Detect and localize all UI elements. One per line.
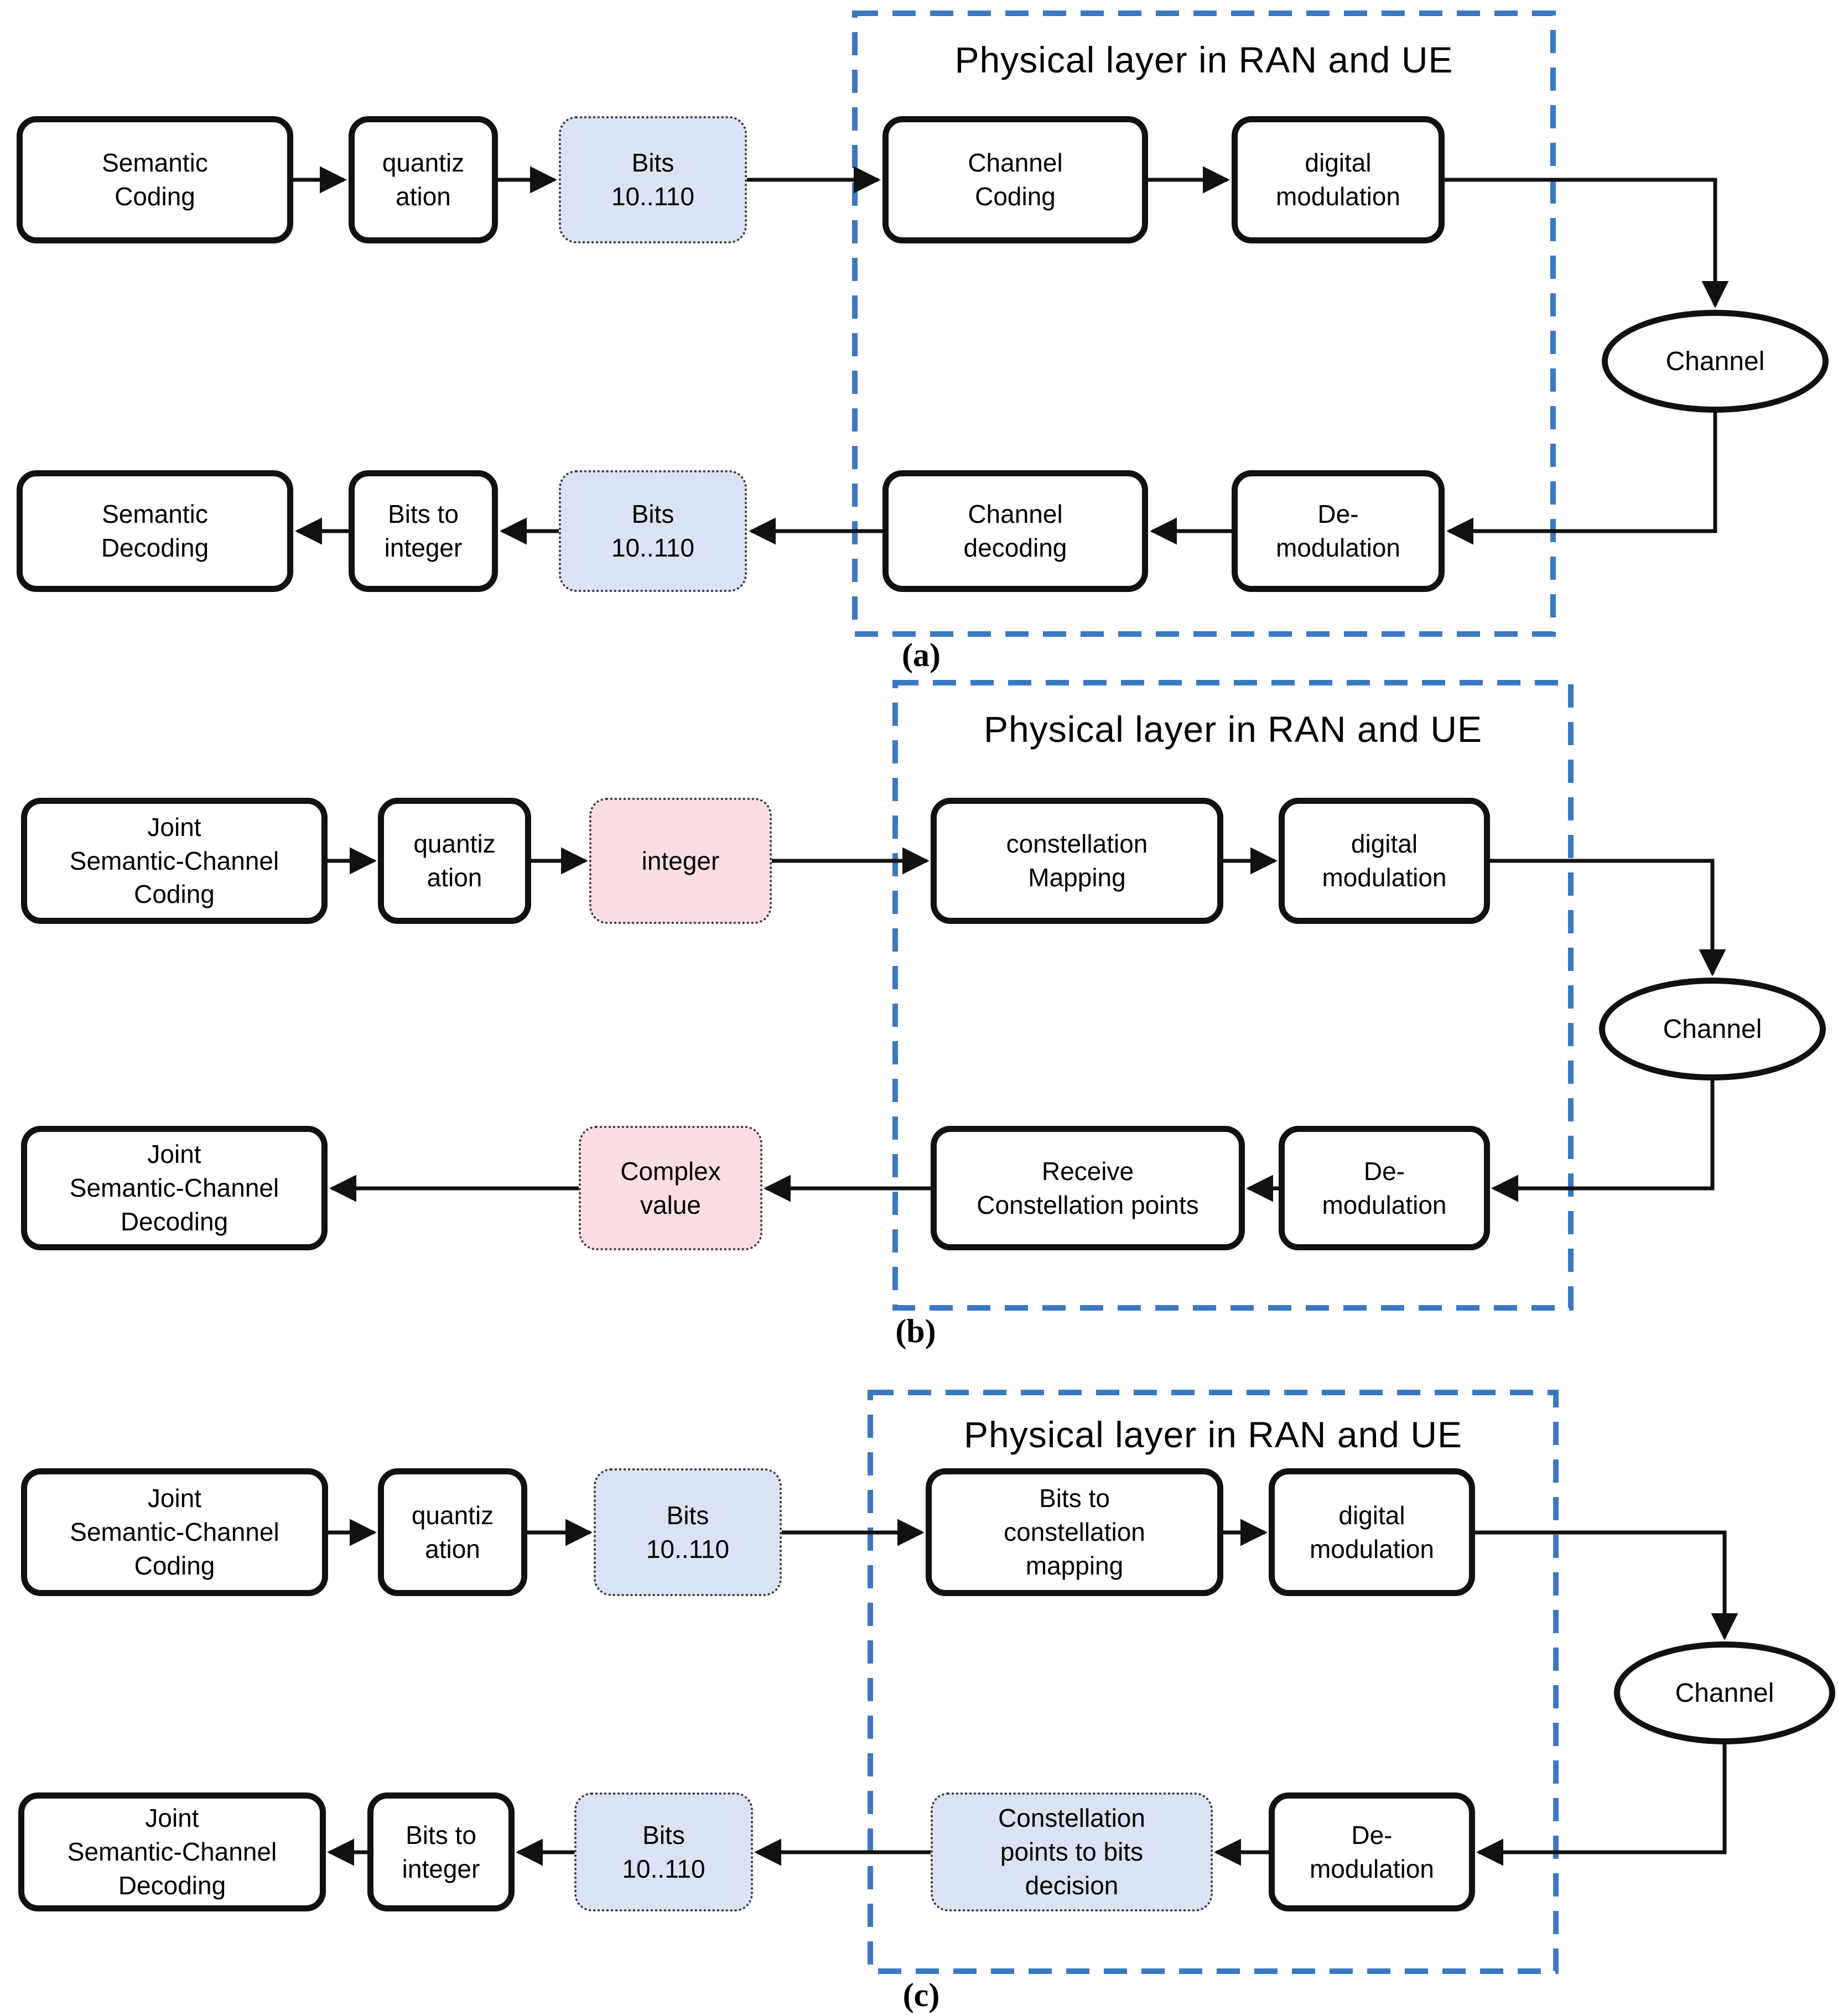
bits-to-integer-box-c: Bits to integer (367, 1792, 515, 1911)
caption-c: (c) (902, 1977, 940, 2013)
channel-ellipse-c: Channel (1614, 1641, 1835, 1744)
physical-layer-box-b (892, 680, 1574, 1311)
constellation-mapping-box-b: constellation Mapping (931, 798, 1223, 924)
arrows-section-c (327, 1519, 1738, 1866)
de-modulation-box-c: De- modulation (1269, 1792, 1475, 1911)
bits-chip-c-tx: Bits 10..110 (594, 1468, 782, 1596)
constellation-decision-chip-c: Constellation points to bits decision (931, 1792, 1213, 1911)
semantic-decoding-box: Semantic Decoding (17, 470, 293, 592)
semantic-coding-box: Semantic Coding (17, 116, 293, 243)
caption-a: (a) (902, 637, 941, 673)
channel-coding-box: Channel Coding (882, 116, 1148, 243)
arrows-section-a (293, 166, 1729, 545)
integer-chip-b: integer (589, 798, 772, 924)
digital-modulation-box-b: digital modulation (1279, 798, 1490, 924)
physical-layer-title-b: Physical layer in RAN and UE (983, 709, 1483, 750)
physical-layer-box-c (868, 1390, 1559, 1974)
digital-modulation-box-c: digital modulation (1269, 1468, 1475, 1596)
channel-ellipse-a: Channel (1602, 310, 1829, 413)
physical-layer-box-a (852, 11, 1556, 637)
bits-chip-c-rx: Bits 10..110 (574, 1792, 753, 1911)
quantization-box-c: quantiz ation (378, 1468, 527, 1596)
bits-chip-a-tx: Bits 10..110 (559, 116, 747, 243)
channel-ellipse-b: Channel (1599, 978, 1826, 1080)
caption-b: (b) (895, 1313, 936, 1349)
quantization-box-a: quantiz ation (349, 116, 498, 243)
de-modulation-box-b: De- modulation (1279, 1126, 1490, 1250)
joint-coding-box-c: Joint Semantic-Channel Coding (21, 1468, 328, 1596)
arrows-section-b (328, 847, 1726, 1202)
physical-layer-title-a: Physical layer in RAN and UE (954, 39, 1453, 80)
complex-value-chip-b: Complex value (579, 1126, 762, 1250)
joint-decoding-box-c: Joint Semantic-Channel Decoding (18, 1792, 326, 1911)
de-modulation-box-a: De- modulation (1232, 470, 1445, 592)
bits-chip-a-rx: Bits 10..110 (559, 470, 747, 592)
channel-decoding-box: Channel decoding (882, 470, 1148, 592)
receive-constellation-box-b: Receive Constellation points (931, 1126, 1245, 1250)
physical-layer-title-c: Physical layer in RAN and UE (963, 1414, 1463, 1455)
bits-to-integer-box-a: Bits to integer (349, 470, 498, 592)
joint-decoding-box-b: Joint Semantic-Channel Decoding (21, 1126, 328, 1250)
bits-to-constellation-box-c: Bits to constellation mapping (926, 1468, 1223, 1596)
quantization-box-b: quantiz ation (378, 798, 531, 924)
digital-modulation-box-a: digital modulation (1232, 116, 1445, 243)
joint-coding-box-b: Joint Semantic-Channel Coding (21, 798, 328, 924)
